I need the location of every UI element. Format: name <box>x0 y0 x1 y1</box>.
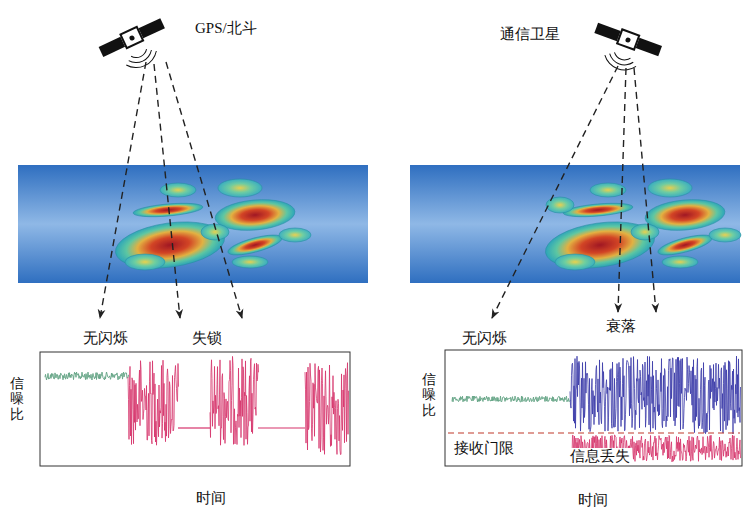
snr-trace <box>258 427 305 428</box>
text-label: 衰落 <box>606 318 636 335</box>
snr-trace <box>570 356 741 434</box>
text-label: 无闪烁 <box>462 330 507 347</box>
text-label: 通信卫星 <box>500 26 560 43</box>
irregularity-blob <box>631 224 659 240</box>
chart-frame <box>40 352 350 466</box>
irregularity-blob <box>279 228 311 242</box>
text-label: 时间 <box>578 492 608 509</box>
axis-label: 信噪比 <box>10 376 24 422</box>
snr-trace <box>305 363 349 455</box>
irregularity-blob <box>133 201 204 219</box>
signal-ray <box>634 68 656 312</box>
snr-trace <box>128 360 179 445</box>
text-label: 失锁 <box>192 330 222 347</box>
text-label: GPS/北斗 <box>195 20 257 37</box>
irregularity-blob <box>125 254 165 270</box>
snr-trace <box>210 356 259 445</box>
irregularity-blob <box>555 254 595 270</box>
signal-ray <box>100 62 146 318</box>
axis-label: 信噪比 <box>422 372 436 418</box>
threshold-line <box>448 432 740 433</box>
chart-frame <box>445 350 742 466</box>
irregularity-blob <box>648 179 692 197</box>
signal-ray <box>618 68 626 312</box>
irregularity-blob <box>709 228 741 242</box>
signal-ray <box>154 64 180 318</box>
text-label: 时间 <box>196 490 226 507</box>
satellite-icon <box>98 16 176 80</box>
snr-trace <box>178 427 210 428</box>
ionosphere-band <box>410 165 740 283</box>
text-label: 接收门限 <box>452 440 516 457</box>
irregularity-blob <box>656 231 714 259</box>
signal-ray <box>166 62 242 318</box>
irregularity-blob <box>232 256 268 268</box>
irregularity-blob <box>662 256 698 268</box>
snr-trace <box>452 396 571 402</box>
signal-ray <box>492 66 618 318</box>
irregularity-blob <box>160 183 196 197</box>
irregularity-blob <box>218 179 262 197</box>
satellite-icon <box>585 21 662 81</box>
text-label: 无闪烁 <box>83 330 128 347</box>
snr-trace <box>45 372 129 380</box>
ionosphere-band <box>18 165 368 283</box>
irregularity-blob <box>546 197 574 213</box>
text-label: 信息丢失 <box>568 448 632 465</box>
irregularity-blob <box>226 231 284 259</box>
irregularity-blob <box>590 183 626 197</box>
